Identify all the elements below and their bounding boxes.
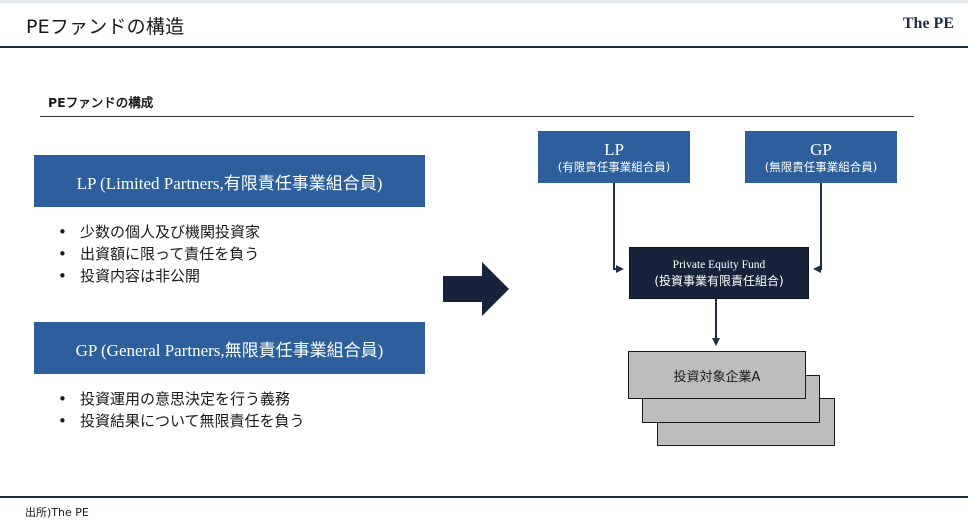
gp-node-subtitle: (無限責任事業組合員) <box>764 159 878 174</box>
footer-divider <box>0 496 968 498</box>
lp-node: LP (有限責任事業組合員) <box>538 131 690 183</box>
list-item: 投資結果について無限責任を負う <box>56 410 305 432</box>
gp-to-fund-arrow <box>813 183 822 273</box>
company-node: 投資対象企業A <box>628 351 806 399</box>
gp-node: GP (無限責任事業組合員) <box>745 131 897 183</box>
section-divider <box>40 116 914 117</box>
fund-node-title: Private Equity Fund <box>672 258 766 271</box>
lp-banner: LP (Limited Partners,有限責任事業組合員) <box>34 155 425 207</box>
list-item: 出資額に限って責任を負う <box>56 243 260 265</box>
fund-node-subtitle: (投資事業有限責任組合) <box>654 273 784 288</box>
header-divider <box>0 46 968 48</box>
fund-node: Private Equity Fund (投資事業有限責任組合) <box>629 247 809 299</box>
gp-bullet-list: 投資運用の意思決定を行う義務 投資結果について無限責任を負う <box>56 388 305 432</box>
list-item: 少数の個人及び機関投資家 <box>56 221 260 243</box>
top-accent-line <box>0 0 968 3</box>
lp-bullet-list: 少数の個人及び機関投資家 出資額に限って責任を負う 投資内容は非公開 <box>56 221 260 287</box>
lp-node-subtitle: (有限責任事業組合員) <box>557 159 671 174</box>
gp-node-title: GP <box>810 139 832 159</box>
source-note: 出所)The PE <box>25 506 89 519</box>
lp-node-title: LP <box>604 139 624 159</box>
big-right-arrow-icon <box>443 262 509 316</box>
section-title: PEファンドの構成 <box>48 95 154 110</box>
list-item: 投資運用の意思決定を行う義務 <box>56 388 305 410</box>
list-item: 投資内容は非公開 <box>56 265 260 287</box>
page-title: PEファンドの構造 <box>26 16 185 38</box>
brand-logo-text: The PE <box>902 15 954 32</box>
gp-banner: GP (General Partners,無限責任事業組合員) <box>34 322 425 374</box>
lp-to-fund-arrow <box>613 183 624 273</box>
